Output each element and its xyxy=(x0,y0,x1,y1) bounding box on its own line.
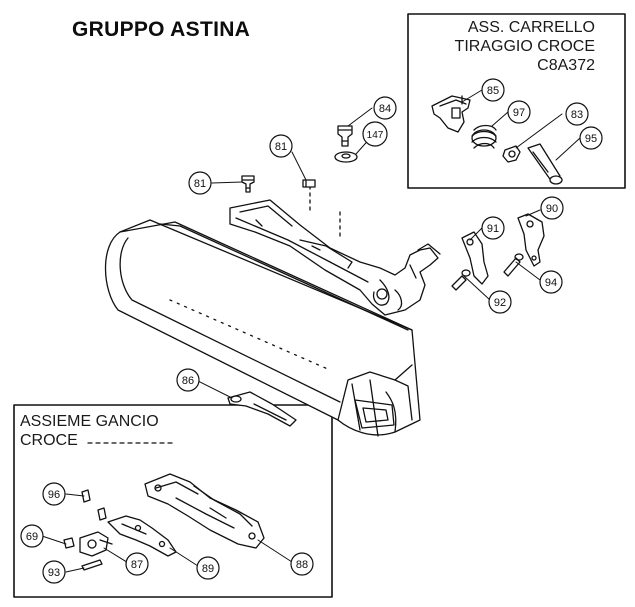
diagram-title: GRUPPO ASTINA xyxy=(72,18,251,41)
spring-97 xyxy=(471,124,497,149)
callout-number: 92 xyxy=(494,297,506,309)
callout-circle xyxy=(540,196,564,220)
part-87 xyxy=(79,531,113,557)
callout-86: 86 xyxy=(176,368,200,392)
screw-81-left xyxy=(241,175,255,193)
callout-circle xyxy=(176,368,200,392)
callout-83: 83 xyxy=(565,102,589,126)
callout-number: 91 xyxy=(487,223,499,235)
callout-number: 69 xyxy=(26,531,38,543)
part-69 xyxy=(63,537,75,549)
callout-95: 95 xyxy=(579,126,603,150)
pin-96b xyxy=(97,507,107,521)
callout-number: 89 xyxy=(202,563,214,575)
carrello-subassembly-box xyxy=(407,13,626,189)
callout-circle xyxy=(565,102,589,126)
callout-number: 93 xyxy=(48,567,60,579)
gancio-subassembly-label: ASSIEME GANCIO CROCE xyxy=(20,412,240,450)
callout-circle xyxy=(196,556,220,580)
callout-circle xyxy=(42,482,66,506)
callout-number: 87 xyxy=(131,559,143,571)
callout-88: 88 xyxy=(290,552,314,576)
pin-147 xyxy=(302,179,316,188)
callout-94: 94 xyxy=(539,270,563,294)
callout-circle xyxy=(42,560,66,584)
carrello-label-line1: ASS. CARRELLO xyxy=(467,19,595,36)
callout-81: 81 xyxy=(188,171,212,195)
carrello-label-line3: C8A372 xyxy=(537,57,595,74)
callout-147: 147 xyxy=(362,121,388,147)
callout-84: 84 xyxy=(373,96,397,120)
callout-number: 83 xyxy=(571,109,583,121)
callout-number: 96 xyxy=(48,489,60,501)
callout-circle xyxy=(269,134,293,158)
callout-number: 90 xyxy=(546,203,558,215)
pin-96a xyxy=(81,489,91,503)
callout-circle xyxy=(579,126,603,150)
part-89 xyxy=(107,515,177,557)
callout-87: 87 xyxy=(125,552,149,576)
callout-circle xyxy=(488,290,512,314)
callout-number: 86 xyxy=(182,375,194,387)
callout-circle xyxy=(362,121,388,147)
callout-number: 95 xyxy=(585,133,597,145)
carrello-label-line2: TIRAGGIO CROCE xyxy=(454,38,595,55)
callout-number: 97 xyxy=(513,107,525,119)
lever-90 xyxy=(517,213,545,267)
part-86 xyxy=(227,391,297,427)
callout-number: 81 xyxy=(275,141,287,153)
rail-assembly xyxy=(229,185,441,316)
screw-92 xyxy=(451,269,471,291)
callout-91: 91 xyxy=(481,216,505,240)
gancio-subassembly-box xyxy=(13,404,333,598)
callout-81: 81 xyxy=(269,134,293,158)
part-85 xyxy=(431,95,471,133)
callout-circle xyxy=(125,552,149,576)
washer-84 xyxy=(334,151,358,163)
callout-number: 88 xyxy=(296,559,308,571)
callout-circle xyxy=(507,100,531,124)
callout-circle xyxy=(539,270,563,294)
pin-93 xyxy=(81,559,103,571)
callout-89: 89 xyxy=(196,556,220,580)
gancio-label-line1: ASSIEME GANCIO xyxy=(20,413,159,430)
callout-number: 94 xyxy=(545,277,557,289)
callout-97: 97 xyxy=(507,100,531,124)
callout-circle xyxy=(373,96,397,120)
part-83 xyxy=(502,145,521,163)
callout-90: 90 xyxy=(540,196,564,220)
callout-circle xyxy=(481,78,505,102)
callout-92: 92 xyxy=(488,290,512,314)
callout-circle xyxy=(481,216,505,240)
hook-frame-88 xyxy=(144,473,265,549)
lever-91 xyxy=(461,231,489,285)
callout-69: 69 xyxy=(20,524,44,548)
screw-81-top xyxy=(337,125,353,147)
callout-number: 81 xyxy=(194,178,206,190)
forend-body xyxy=(104,219,421,437)
callout-circle xyxy=(20,524,44,548)
callout-circle xyxy=(188,171,212,195)
part-95 xyxy=(527,143,563,185)
callout-number: 147 xyxy=(367,130,384,141)
callout-circle xyxy=(290,552,314,576)
carrello-subassembly-label: ASS. CARRELLO TIRAGGIO CROCE C8A372 xyxy=(395,18,595,75)
gancio-label-line2: CROCE xyxy=(20,432,78,449)
callout-number: 85 xyxy=(487,85,499,97)
callout-number: 84 xyxy=(379,103,391,115)
callout-93: 93 xyxy=(42,560,66,584)
callout-85: 85 xyxy=(481,78,505,102)
callout-96: 96 xyxy=(42,482,66,506)
